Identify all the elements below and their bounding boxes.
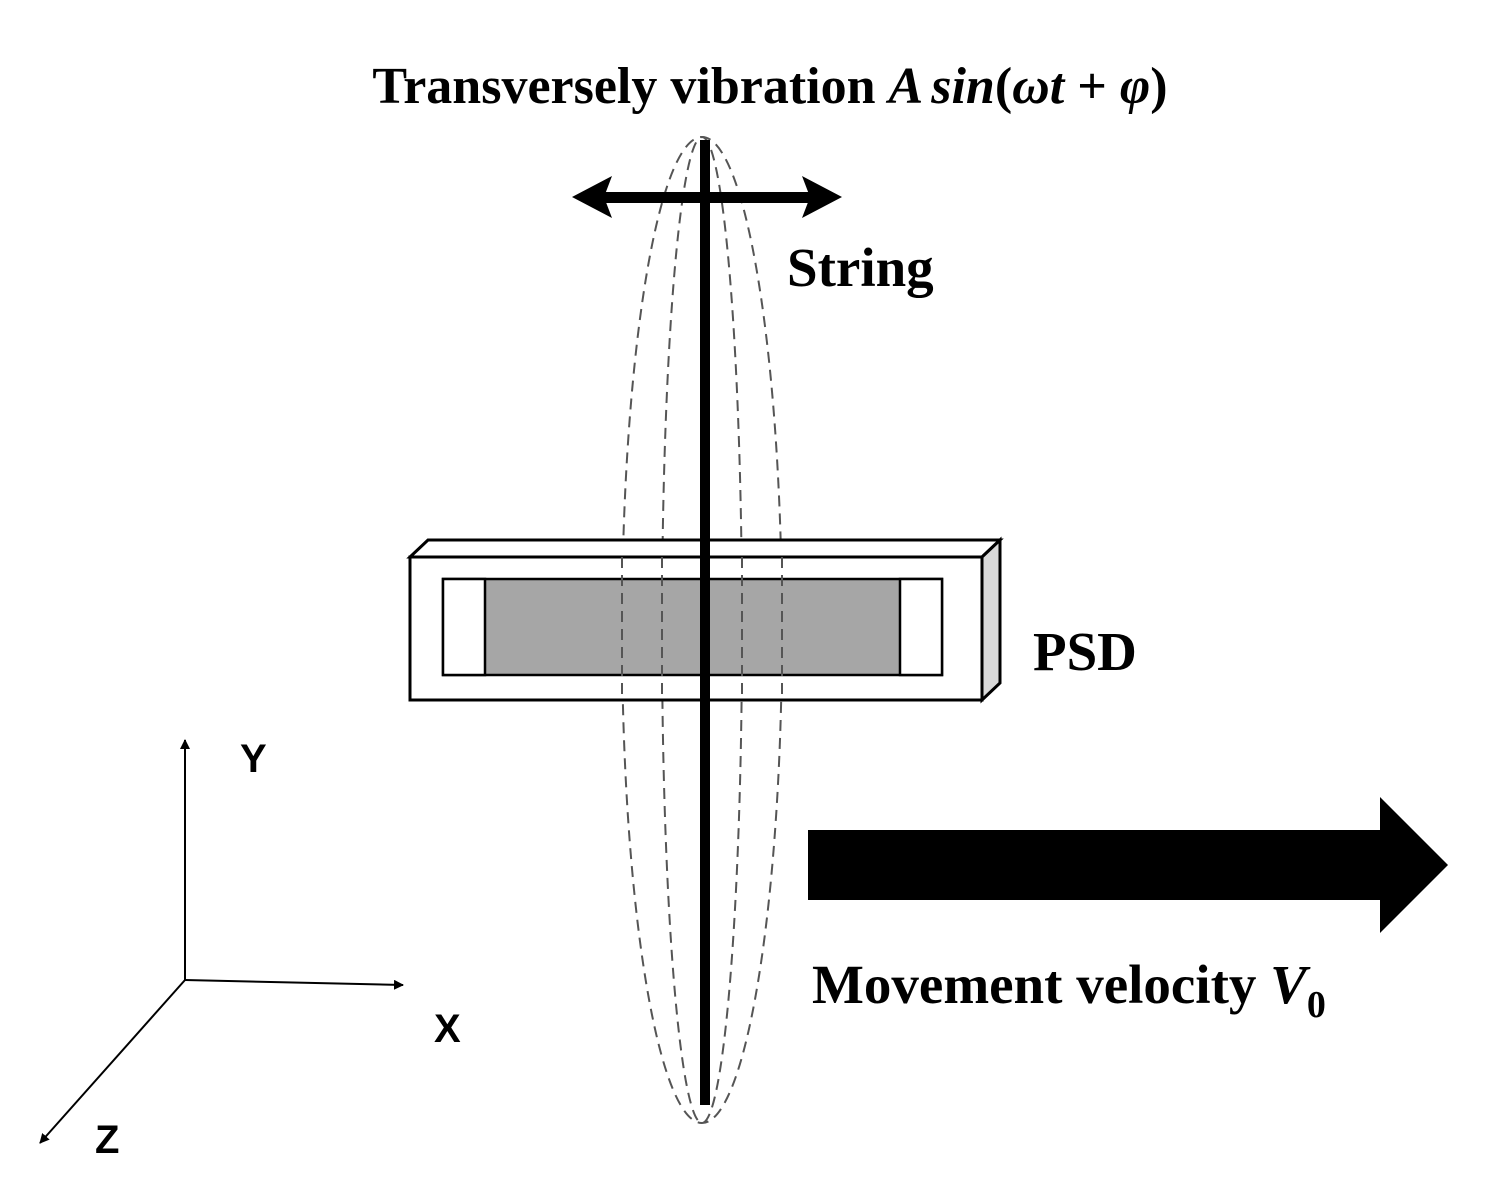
title-close-paren: ) bbox=[1150, 58, 1167, 115]
envelope-outer-front bbox=[621, 557, 783, 700]
title-sin: sin bbox=[930, 58, 995, 115]
title-omega: ω bbox=[1012, 58, 1050, 115]
psd-left-electrode bbox=[441, 577, 487, 677]
title-phi: φ bbox=[1120, 58, 1150, 115]
coordinate-axes bbox=[39, 739, 404, 1144]
x-axis-label: X bbox=[434, 1007, 461, 1051]
movement-velocity-label: Movement velocity V0 bbox=[812, 954, 1326, 1026]
title-open-paren: ( bbox=[995, 58, 1012, 115]
psd-device bbox=[406, 536, 1004, 704]
psd-sensor-area bbox=[441, 577, 944, 677]
psd-label: PSD bbox=[1033, 621, 1137, 682]
title-amplitude: A bbox=[886, 58, 924, 115]
movement-arrow bbox=[808, 797, 1448, 933]
velocity-symbol: V bbox=[1270, 954, 1311, 1015]
velocity-subscript: 0 bbox=[1307, 984, 1326, 1026]
psd-right-electrode bbox=[898, 577, 944, 677]
y-axis-label: Y bbox=[240, 737, 267, 781]
movement-text: Movement velocity bbox=[812, 954, 1270, 1015]
title-plus: + bbox=[1064, 58, 1120, 115]
vibration-double-arrow bbox=[572, 176, 842, 218]
envelope-inner-front bbox=[661, 557, 743, 700]
psd-side-face bbox=[980, 536, 1002, 704]
x-axis bbox=[184, 979, 404, 990]
vibration-envelope-front bbox=[621, 557, 783, 700]
string-label: String bbox=[787, 237, 934, 298]
z-axis-label: Z bbox=[95, 1118, 119, 1162]
z-axis bbox=[39, 979, 186, 1144]
title-text: Transversely vibration bbox=[372, 58, 888, 115]
title-t: t bbox=[1050, 58, 1066, 115]
